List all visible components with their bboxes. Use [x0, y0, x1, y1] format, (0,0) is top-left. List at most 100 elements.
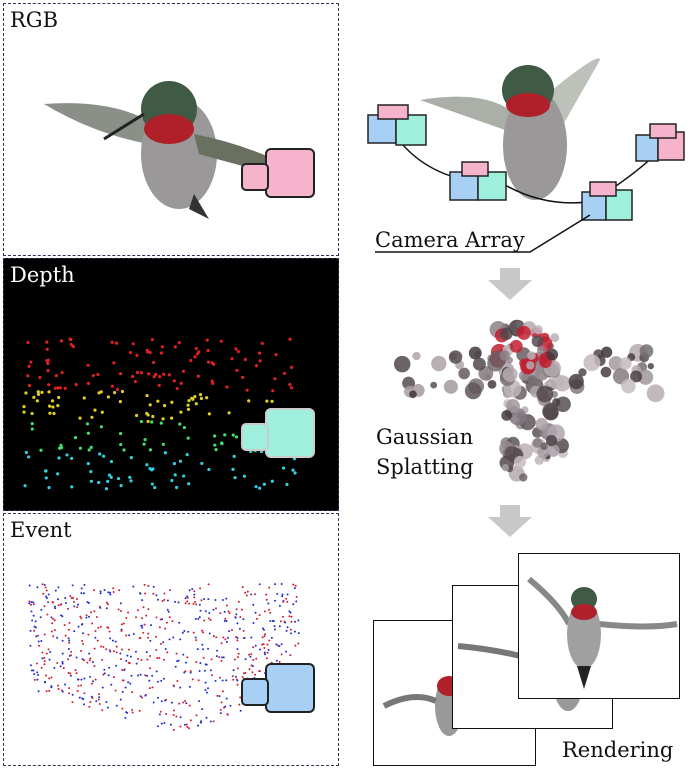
gaussian-splat: [521, 406, 529, 414]
gaussian-splat: [519, 414, 536, 431]
gaussian-splat: [501, 323, 510, 333]
event-point: [156, 680, 159, 683]
depth-point: [159, 351, 164, 355]
event-point: [82, 632, 85, 635]
event-point: [103, 589, 106, 592]
event-point: [131, 711, 134, 714]
depth-point: [288, 337, 292, 341]
depth-point: [213, 443, 217, 447]
depth-point: [154, 372, 158, 377]
depth-label: Depth: [10, 263, 75, 287]
depth-point: [87, 448, 91, 452]
event-point: [175, 652, 178, 655]
depth-point: [45, 340, 49, 344]
event-point: [148, 679, 151, 682]
depth-point: [46, 358, 50, 362]
depth-point: [98, 452, 102, 456]
event-point: [75, 656, 78, 659]
event-point: [168, 589, 171, 592]
depth-point: [186, 407, 191, 411]
depth-point: [44, 476, 48, 480]
gaussian-splat: [555, 396, 571, 413]
event-point: [162, 677, 165, 680]
event-point: [285, 597, 288, 600]
event-point: [184, 699, 187, 702]
event-point: [203, 619, 206, 622]
depth-point: [245, 388, 249, 392]
gaussian-splat: [494, 328, 509, 343]
event-point: [222, 656, 225, 659]
event-point: [68, 639, 71, 642]
gaussian-splat: [535, 417, 548, 431]
event-point: [32, 614, 35, 617]
event-point: [151, 674, 154, 677]
event-point: [35, 635, 38, 638]
depth-point: [231, 467, 235, 471]
event-point: [81, 697, 84, 700]
event-point: [297, 642, 300, 645]
event-point: [106, 706, 109, 709]
event-point: [220, 659, 223, 662]
gaussian-splat: [487, 355, 504, 372]
depth-point: [281, 466, 286, 470]
event-point: [211, 674, 214, 677]
event-point: [234, 675, 237, 678]
event-point: [111, 639, 114, 642]
event-point: [53, 605, 56, 608]
depth-point: [186, 436, 190, 440]
event-point: [95, 615, 98, 618]
event-point: [88, 652, 91, 655]
depth-point: [197, 350, 201, 354]
event-point: [80, 592, 83, 595]
event-point: [155, 670, 158, 673]
gaussian-splat: [472, 357, 486, 371]
event-point: [294, 584, 297, 587]
event-point: [43, 663, 46, 666]
event-point: [286, 593, 289, 596]
depth-point: [163, 404, 167, 408]
depth-point: [160, 345, 164, 349]
gaussian-splat: [600, 366, 612, 378]
rendering-frame-3: [518, 553, 680, 699]
event-point: [30, 601, 33, 604]
event-point: [159, 710, 162, 713]
gaussian-splat: [637, 369, 654, 385]
event-point: [264, 653, 267, 656]
event-point: [44, 595, 47, 598]
depth-point: [236, 349, 241, 354]
gaussian-splat: [550, 333, 560, 343]
event-point: [242, 629, 245, 632]
gaussian-splat: [534, 455, 544, 465]
depth-point: [199, 396, 204, 401]
event-point: [50, 630, 53, 633]
depth-point: [40, 390, 44, 394]
event-point: [32, 669, 35, 672]
gaussian-splat: [506, 465, 514, 473]
depth-point: [148, 403, 152, 407]
gaussian-splat: [487, 354, 494, 362]
event-point: [61, 661, 64, 664]
event-point: [70, 597, 73, 600]
event-point: [29, 629, 32, 632]
event-point: [223, 619, 226, 622]
event-point: [246, 590, 249, 593]
gaussian-splat: [521, 372, 533, 385]
event-point: [59, 665, 62, 668]
event-point: [250, 636, 253, 639]
depth-point: [254, 364, 259, 368]
event-point: [81, 639, 84, 642]
depth-point: [133, 379, 137, 384]
event-point: [99, 606, 102, 609]
gaussian-splat: [631, 365, 642, 376]
depth-point: [161, 372, 166, 376]
event-point: [236, 667, 239, 670]
event-point: [223, 706, 226, 709]
gaussian-splat: [484, 373, 492, 381]
pink-camera-icon: [241, 148, 315, 198]
event-point: [288, 610, 291, 613]
event-point: [195, 661, 198, 664]
gaussian-label-2: Splatting: [376, 455, 474, 479]
gaussian-splat: [531, 335, 544, 348]
event-point: [82, 659, 85, 662]
depth-point: [58, 446, 62, 450]
